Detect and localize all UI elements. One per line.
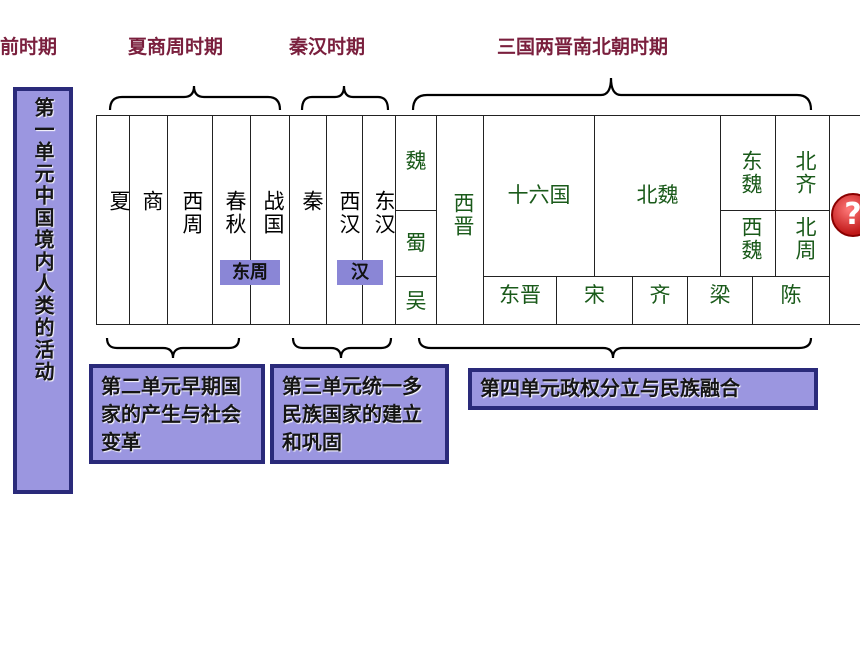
col-divider	[362, 115, 363, 325]
unit4-box[interactable]: 第四单元政权分立与民族融合	[468, 368, 818, 410]
row-divider	[395, 210, 436, 211]
dynasty-chen: 陈	[780, 283, 802, 307]
help-button[interactable]: ?	[831, 193, 860, 237]
timeline-top-border	[96, 115, 860, 116]
dynasty-qi: 齐	[649, 283, 671, 307]
col-divider	[212, 115, 213, 325]
dynasty-donghan: 东汉	[372, 190, 396, 236]
dynasty-beiqi: 北齐	[793, 150, 817, 196]
period-title-xia-shang-zhou: 夏商周时期	[128, 36, 224, 58]
dynasty-xizhou: 西周	[180, 190, 204, 236]
dynasty-dongjin: 东晋	[499, 283, 541, 307]
col-divider	[829, 115, 830, 325]
col-divider	[250, 115, 251, 325]
col-divider	[483, 115, 484, 325]
col-divider	[752, 276, 753, 325]
dynasty-xihan: 西汉	[337, 190, 361, 236]
dynasty-xia: 夏	[107, 190, 131, 213]
dynasty-chunqiu: 春秋	[223, 190, 247, 236]
col-divider	[687, 276, 688, 325]
dynasty-dongwei: 东魏	[739, 150, 763, 196]
dynasty-shang: 商	[140, 190, 164, 213]
dynasty-liang: 梁	[709, 283, 731, 307]
brace-top-sanguo	[411, 77, 813, 111]
dynasty-zhanguo: 战国	[261, 190, 285, 236]
row-divider	[720, 210, 829, 211]
col-divider	[594, 115, 595, 277]
col-divider	[775, 115, 776, 277]
dynasty-beiwei: 北魏	[636, 183, 679, 207]
col-divider	[556, 276, 557, 325]
unit2-box[interactable]: 第二单元早期国家的产生与社会变革	[89, 364, 265, 464]
dynasty-beizhou: 北周	[793, 216, 817, 262]
unit1-label: 第一单元中国境内人类的活动	[31, 97, 55, 383]
dynasty-song: 宋	[584, 283, 605, 307]
col-divider	[96, 115, 97, 325]
period-title-prehistoric: 史前时期	[0, 36, 58, 58]
col-divider	[289, 115, 290, 325]
period-title-qin-han: 秦汉时期	[289, 36, 366, 58]
col-divider	[326, 115, 327, 325]
dynasty-xiwei: 西魏	[739, 216, 763, 262]
dynasty-wu: 吴	[405, 289, 427, 313]
col-divider	[167, 115, 168, 325]
row-divider	[395, 276, 436, 277]
row-divider	[483, 276, 829, 277]
col-divider	[395, 115, 396, 325]
dynasty-wei: 魏	[405, 149, 427, 173]
period-title-three-kingdoms: 三国两晋南北朝时期	[497, 36, 669, 58]
col-divider	[720, 115, 721, 277]
brace-bottom-unit3	[291, 337, 393, 359]
col-divider	[129, 115, 130, 325]
col-divider	[632, 276, 633, 325]
brace-bottom-unit2	[105, 337, 241, 359]
dynasty-qin: 秦	[300, 190, 324, 213]
dynasty-shu: 蜀	[405, 231, 427, 255]
brace-bottom-unit4	[417, 337, 813, 359]
sublabel-han: 汉	[337, 260, 383, 285]
timeline-bottom-border	[96, 324, 860, 325]
unit1-box[interactable]: 第一单元中国境内人类的活动	[13, 87, 73, 494]
sublabel-dongzhou: 东周	[220, 260, 280, 285]
dynasty-xijin: 西晋	[451, 192, 475, 238]
unit3-box[interactable]: 第三单元统一多民族国家的建立和巩固	[270, 364, 449, 464]
brace-top-xsz	[108, 85, 282, 111]
brace-top-qinhan	[300, 85, 390, 111]
col-divider	[436, 115, 437, 325]
dynasty-shiliuguo: 十六国	[507, 183, 571, 207]
